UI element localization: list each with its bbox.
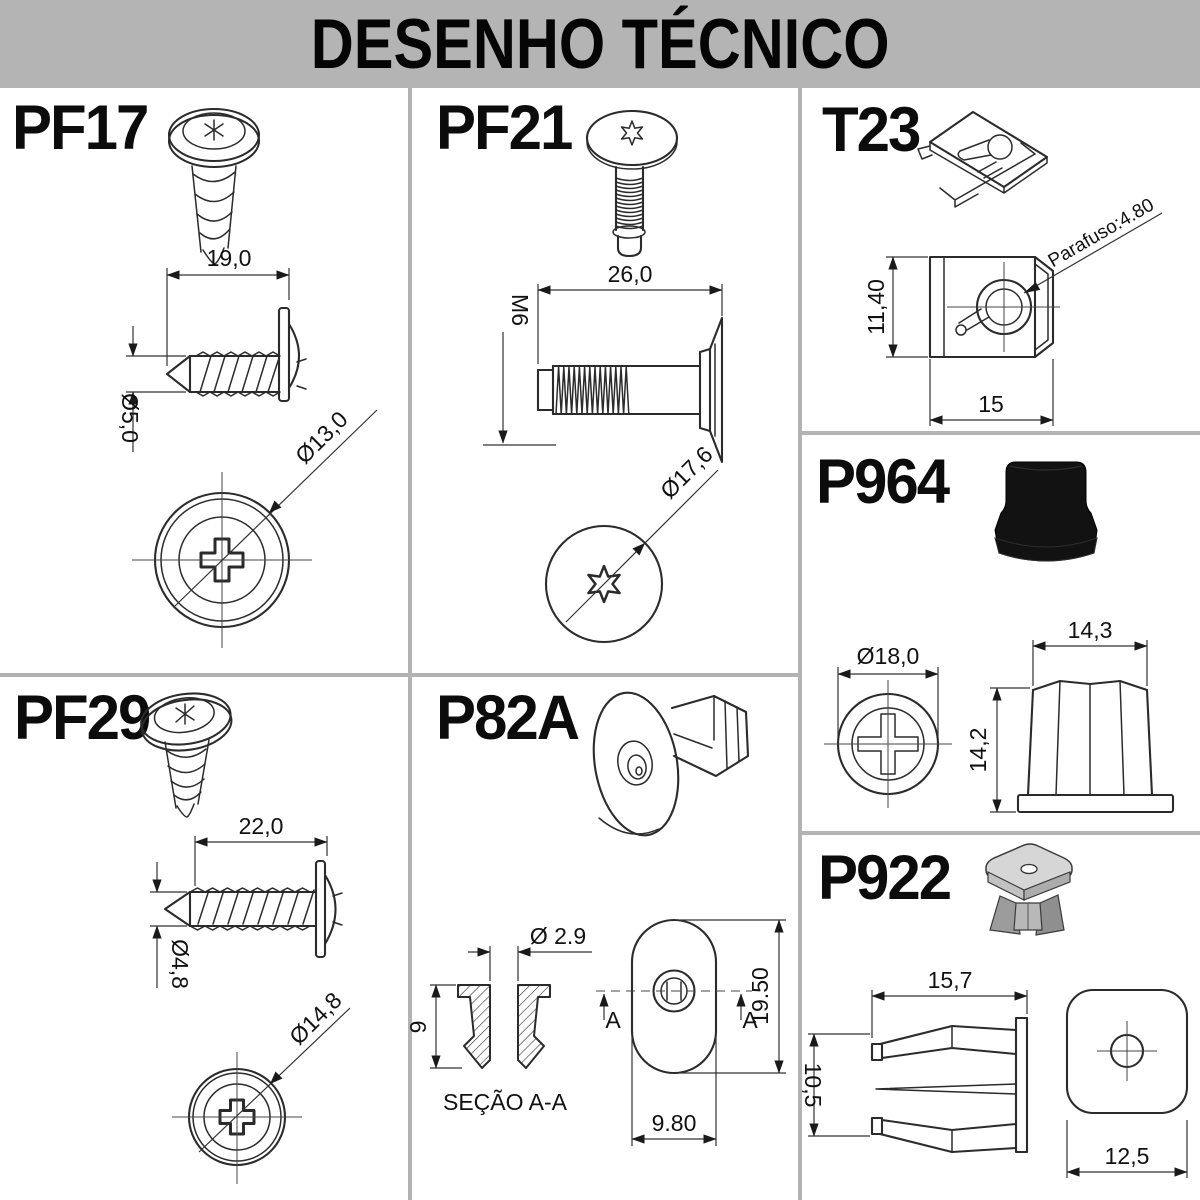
divider-horizontal-right-1 [802, 431, 1200, 435]
divider-horizontal-left [0, 673, 798, 677]
pf17-side-view [165, 306, 307, 403]
pf29-side-view [163, 859, 343, 959]
p82a-dim-length: 19.50 [680, 919, 786, 1074]
p964-dim-width: 14,3 [1032, 617, 1148, 686]
p964-dim-top: Ø18,0 [837, 643, 939, 738]
t23-dim-width: 15 [929, 359, 1054, 426]
pf17-top-view: Ø13,0 [132, 406, 378, 648]
pf21-thread-label: M6 [507, 294, 533, 326]
t23-note-label: Parafuso:4.80 [1045, 195, 1158, 272]
pf21-length-label: 26,0 [608, 261, 653, 287]
pf21-head-label: Ø17,6 [655, 441, 718, 504]
pf17-head-label: Ø13,0 [290, 406, 353, 469]
p82a-dim-hole: Ø 2.9 [468, 923, 592, 981]
p82a-width-label: 9.80 [652, 1110, 697, 1136]
pf29-length-label: 22,0 [239, 813, 284, 839]
label-p922: P922 [818, 842, 952, 913]
sheet-header: DESENHO TÉCNICO [0, 0, 1200, 88]
t23-3d-view [917, 110, 1049, 208]
pf29-shank-label: Ø4,8 [167, 939, 193, 989]
pf29-dim-shank: Ø4,8 [150, 862, 193, 989]
label-t23: T23 [822, 94, 921, 165]
p964-width-label: 14,3 [1068, 617, 1113, 643]
pf17-dim-length: 19,0 [166, 245, 290, 366]
pf21-dim-thread: M6 [483, 294, 556, 446]
divider-vertical-2 [798, 88, 802, 1200]
t23-dim-height: 11,40 [863, 256, 928, 358]
p964-top-label: Ø18,0 [857, 643, 920, 669]
p922-dim-width: 15,7 [871, 967, 1028, 1038]
p964-top-view [824, 680, 952, 808]
pf21-side-view [536, 316, 724, 464]
p82a-section-view: SEÇÃO A-A [443, 984, 568, 1115]
pf17-shank-label: Ø5,0 [117, 393, 143, 443]
p922-width-label: 15,7 [928, 967, 973, 993]
pf17-dim-shank: Ø5,0 [117, 326, 186, 452]
t23-height-label: 11,40 [863, 279, 889, 335]
pf29-top-view: Ø14,8 [172, 987, 351, 1184]
p922-front-view [1065, 988, 1189, 1115]
label-p964: P964 [816, 446, 950, 517]
sheet-title: DESENHO TÉCNICO [310, 4, 890, 84]
p82a-plan-view: A A [596, 919, 758, 1074]
p82a-length-label: 19.50 [747, 967, 773, 1025]
pf29-3d-view [140, 692, 233, 818]
divider-horizontal-right-2 [802, 831, 1200, 835]
pf21-3d-view [585, 109, 679, 258]
p964-side-view [1016, 679, 1175, 814]
p82a-hole-label: Ø 2.9 [530, 923, 586, 949]
pf17-length-label: 19,0 [207, 245, 252, 271]
p82a-dim-depth: 9 [405, 984, 462, 1069]
pf21-top-view: Ø17,6 [544, 441, 719, 644]
p82a-depth-label: 9 [405, 1021, 431, 1034]
p964-dim-height: 14,2 [965, 687, 1030, 813]
p922-side-view [870, 1016, 1029, 1154]
pf17-3d-view [167, 107, 261, 265]
label-pf29: PF29 [14, 682, 151, 753]
p964-height-label: 14,2 [965, 728, 991, 773]
label-pf21: PF21 [436, 92, 573, 163]
p922-3d-view [985, 843, 1073, 936]
p922-height-label: 10,5 [800, 1063, 826, 1108]
pf29-dim-length: 22,0 [194, 813, 328, 886]
pf21-dim-length: 26,0 [537, 261, 723, 364]
p82a-marker-a-right: A [742, 1007, 758, 1033]
label-p82a: P82A [436, 682, 580, 753]
label-pf17: PF17 [12, 92, 149, 163]
p82a-3d-view [592, 691, 750, 837]
divider-vertical-1 [408, 88, 412, 1200]
p82a-dim-width: 9.80 [631, 1036, 717, 1146]
p922-dim-square: 12,5 [1066, 1120, 1188, 1178]
p964-3d-view [994, 461, 1098, 562]
p82a-marker-a-left: A [605, 1007, 621, 1033]
p922-square-label: 12,5 [1105, 1143, 1150, 1169]
p82a-section-label: SEÇÃO A-A [443, 1089, 568, 1115]
t23-width-label: 15 [978, 391, 1004, 417]
t23-front-view [928, 255, 1060, 359]
t23-screw-note: Parafuso:4.80 [1023, 195, 1163, 294]
p922-dim-height: 10,5 [800, 1033, 870, 1137]
